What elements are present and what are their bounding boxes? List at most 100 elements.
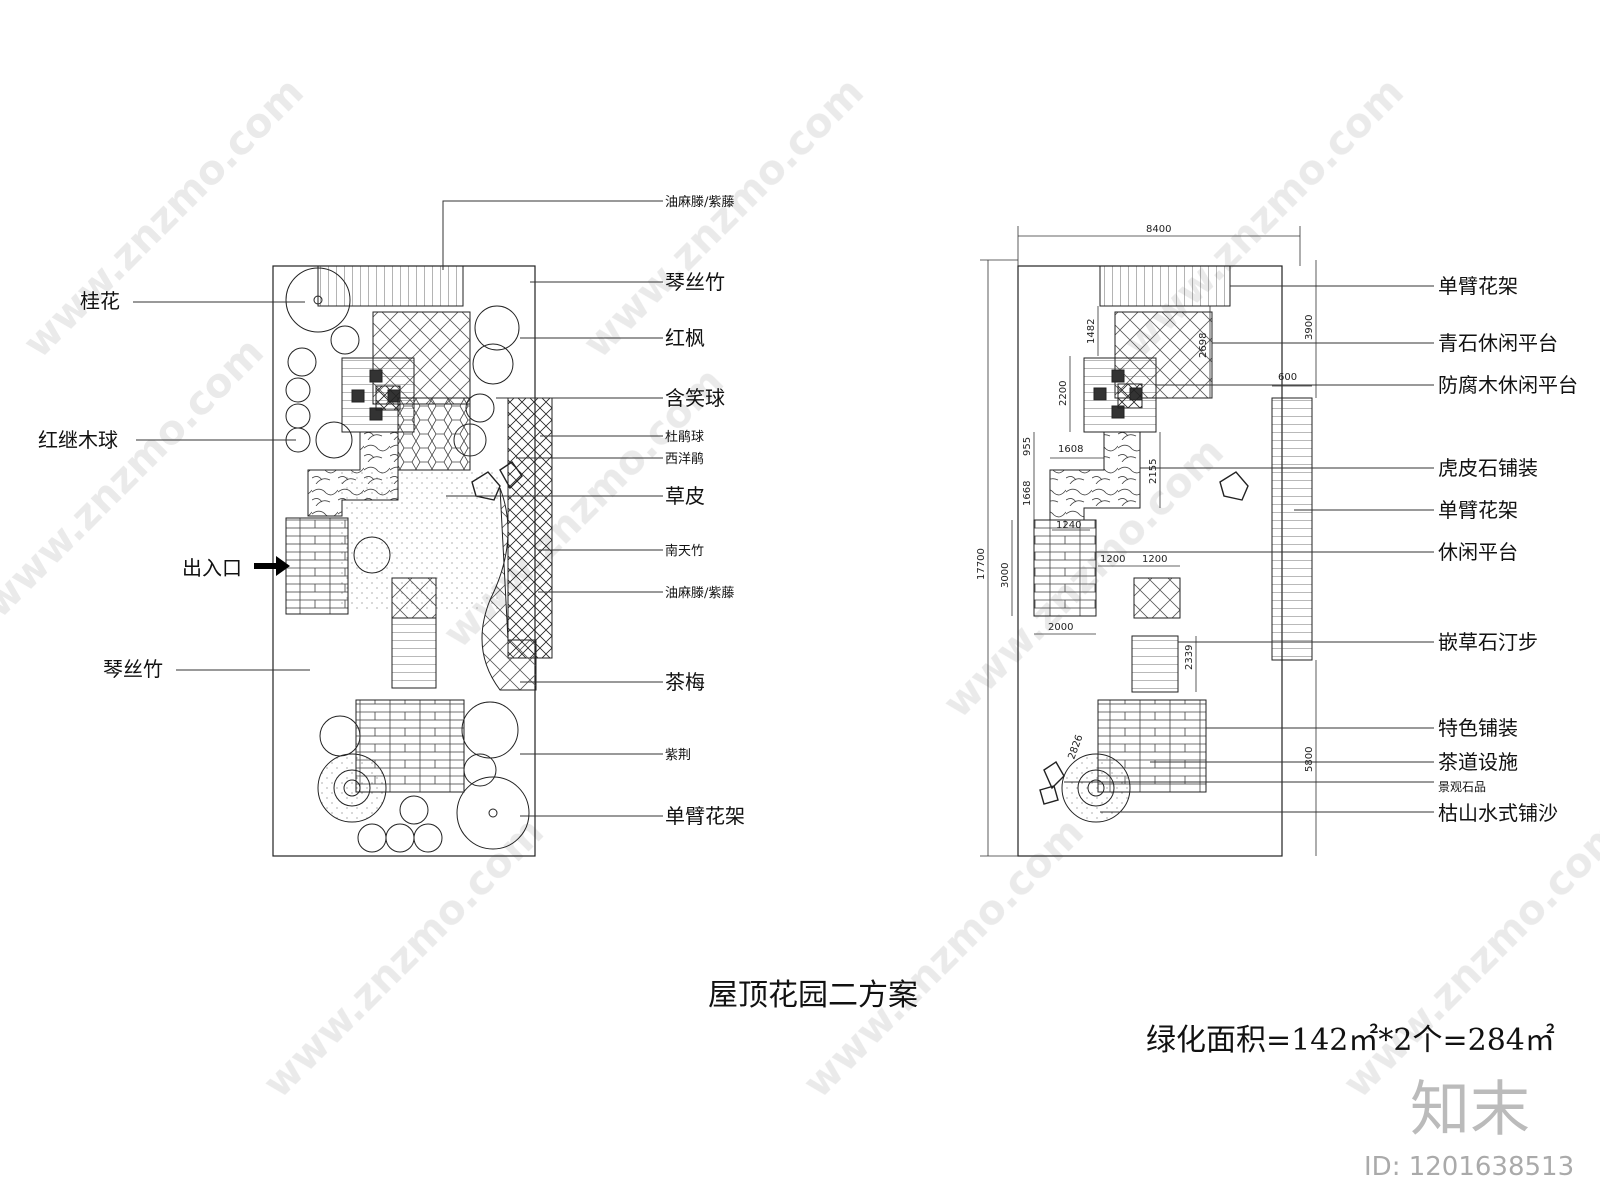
watermark-layer: www.znzmo.com www.znzmo.com www.znzmo.co…	[0, 69, 1600, 1107]
tree-maple	[474, 305, 520, 351]
left-text-labels: 桂花 红继木球 琴丝竹 出入口 油麻滕/紫藤 琴丝竹 红枫 含笑球 杜鹃球 西洋…	[38, 195, 745, 828]
shrub	[285, 403, 311, 429]
watermark-text: www.znzmo.com	[795, 809, 1093, 1107]
shrub	[285, 377, 311, 403]
landscape-rock-right	[1039, 785, 1059, 805]
left-leaders	[133, 200, 663, 817]
dim-1200a: 1200	[1100, 554, 1125, 565]
shrub	[465, 393, 495, 423]
table	[1117, 383, 1143, 409]
label-zen-sand: 枯山水式铺沙	[1438, 801, 1558, 825]
right-plan	[1017, 265, 1313, 857]
label-vine-mid: 油麻滕/紫藤	[665, 586, 734, 601]
right-dimension-lines	[980, 226, 1317, 857]
drawing-title: 屋顶花园二方案	[708, 978, 918, 1013]
long-trellis	[1271, 397, 1313, 661]
shrub	[357, 823, 387, 853]
landscape-rock-right	[1219, 471, 1249, 501]
zen-sand-right-inner	[1077, 769, 1115, 807]
zen-sand-circle-inner	[333, 769, 371, 807]
seat	[351, 389, 365, 403]
shrub	[319, 715, 361, 757]
seat	[369, 369, 383, 383]
label-nandina: 南天竹	[665, 543, 704, 559]
tree-redbud	[463, 753, 497, 787]
label-leisure-platform: 休闲平台	[1438, 540, 1518, 564]
tree-maple	[472, 343, 514, 385]
dim-955: 955	[1022, 437, 1033, 456]
landscape-rock	[471, 471, 501, 501]
meadow-edge	[481, 487, 537, 691]
shrub	[399, 795, 429, 825]
landscape-rock-right	[1043, 761, 1065, 790]
dim-5800: 5800	[1304, 747, 1315, 772]
watermark-text: www.znzmo.com	[255, 809, 553, 1107]
tree-osmanthus-core	[313, 295, 323, 305]
left-plan	[254, 265, 553, 857]
brand-logo: 知末	[1410, 1075, 1530, 1145]
image-id: ID: 1201638513	[1364, 1152, 1574, 1182]
label-maple: 红枫	[665, 326, 705, 350]
dim-2698: 2698	[1198, 333, 1209, 358]
steps	[391, 617, 437, 689]
shrub	[413, 823, 443, 853]
tree-trellis	[456, 776, 530, 850]
zen-sand-circle-core	[343, 779, 361, 797]
tree-osmanthus	[285, 267, 351, 333]
label-loropetalum: 红继木球	[38, 428, 118, 452]
dim-2000: 2000	[1048, 622, 1073, 633]
shrub	[385, 823, 415, 853]
trellis-top-right	[1099, 265, 1231, 307]
entrance-arrow	[254, 556, 290, 576]
stone-block	[391, 577, 437, 619]
lattice-hedge	[507, 397, 553, 659]
trellis-top	[317, 265, 464, 307]
shrub	[287, 347, 317, 377]
label-tea-facility: 茶道设施	[1438, 750, 1518, 774]
seat	[1093, 387, 1107, 401]
dim-2200: 2200	[1058, 381, 1069, 406]
dim-2155: 2155	[1148, 459, 1159, 484]
right-text-labels: 单臂花架 青石休闲平台 防腐木休闲平台 虎皮石铺装 单臂花架 休闲平台 嵌草石汀…	[1438, 274, 1578, 825]
label-tiger-stone: 虎皮石铺装	[1438, 456, 1538, 480]
dim-3000: 3000	[1000, 563, 1011, 588]
watermark-text: www.znzmo.com	[1335, 809, 1600, 1107]
label-landscape-stone: 景观石品	[1438, 780, 1486, 794]
zen-sand-right	[1061, 753, 1131, 823]
label-michelia: 含笑球	[665, 386, 725, 410]
label-trellis-side: 单臂花架	[1438, 498, 1518, 522]
watermark-text: www.znzmo.com	[15, 69, 313, 367]
dim-1200b: 1200	[1142, 554, 1167, 565]
label-vine-top: 油麻滕/紫藤	[665, 195, 734, 210]
watermark-text: www.znzmo.com	[575, 69, 873, 367]
shrub	[315, 421, 353, 459]
dim-1668: 1668	[1022, 481, 1033, 506]
grass-steps	[1131, 635, 1179, 693]
label-trellis-left: 单臂花架	[665, 804, 745, 828]
dim-2339: 2339	[1184, 645, 1195, 670]
dim-600: 600	[1278, 372, 1297, 383]
label-wood-platform: 防腐木休闲平台	[1438, 373, 1578, 397]
dim-3900: 3900	[1304, 315, 1315, 340]
label-grass-steps: 嵌草石汀步	[1438, 630, 1538, 654]
label-osmanthus: 桂花	[80, 289, 120, 313]
shrub	[353, 536, 391, 574]
label-redbud: 紫荆	[665, 747, 691, 763]
entrance-paving	[285, 517, 349, 615]
tree-trellis-core	[488, 808, 498, 818]
label-bamboo-left: 琴丝竹	[103, 657, 163, 681]
label-lawn: 草皮	[665, 484, 705, 508]
label-feature-paving: 特色铺装	[1438, 716, 1518, 740]
right-leaders	[1064, 285, 1434, 813]
shrub	[453, 423, 487, 457]
zen-sand-circle	[317, 753, 387, 823]
watermark-text: www.znzmo.com	[0, 329, 273, 627]
shrub	[330, 325, 360, 355]
dim-1482: 1482	[1086, 319, 1097, 344]
entrance-label: 出入口	[182, 556, 242, 580]
stone-block-right	[1133, 577, 1181, 619]
dim-1240: 1240	[1056, 520, 1081, 531]
label-bamboo-right: 琴丝竹	[665, 270, 725, 294]
label-azalea: 杜鹃球	[665, 429, 704, 445]
